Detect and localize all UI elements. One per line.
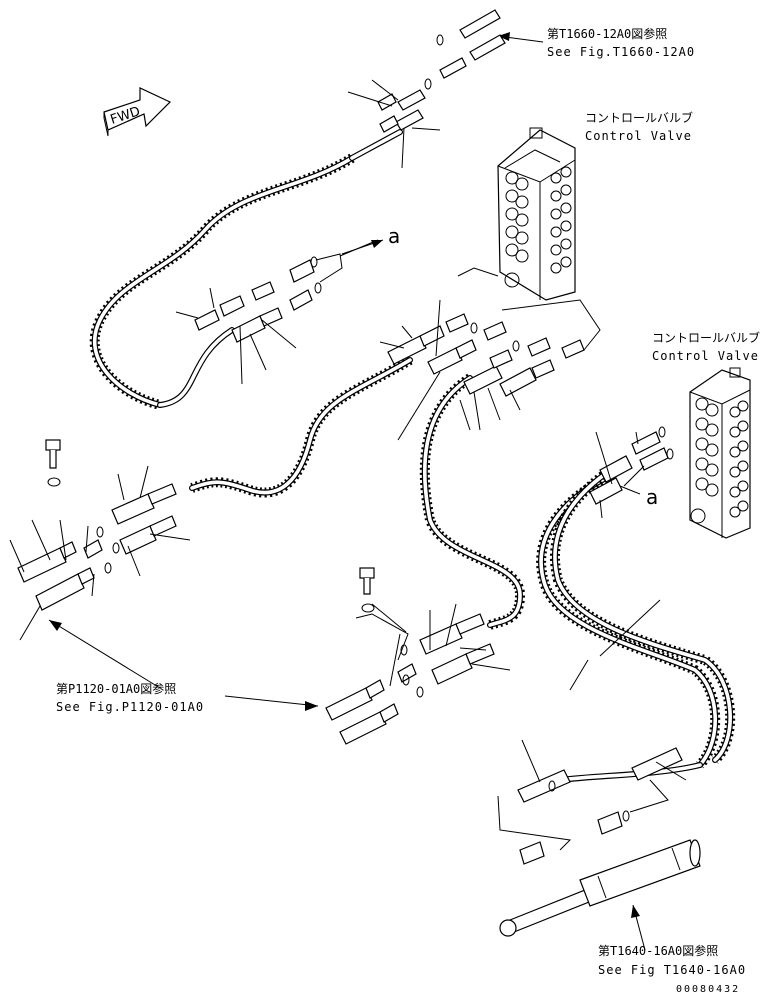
- ref-bot-jp: 第T1640-16A0図参照: [598, 943, 718, 958]
- ref-bot-en: See Fig T1640-16A0: [598, 963, 746, 977]
- ref-mid-jp: 第P1120-01A0図参照: [56, 681, 176, 696]
- hose-icon: [89, 129, 736, 783]
- fitting-icon: [17, 9, 683, 865]
- ref-mid-en: See Fig.P1120-01A0: [56, 700, 204, 714]
- fwd-arrow-icon: FWD: [103, 87, 172, 137]
- hydraulic-cylinder-icon: [499, 839, 701, 937]
- marker-a-1: a: [388, 224, 400, 248]
- control-valve-2-icon: [689, 367, 751, 539]
- control-valve-2-en: Control Valve: [652, 349, 759, 363]
- control-valve-2-jp: コントロールバルブ: [652, 330, 760, 345]
- fwd-label: FWD: [109, 104, 142, 128]
- group-brackets: [315, 253, 669, 851]
- control-valve-1-en: Control Valve: [585, 129, 692, 143]
- marker-a-2: a: [646, 485, 658, 509]
- drawing-code: 00080432: [676, 984, 740, 995]
- ref-top-en: See Fig.T1660-12A0: [547, 45, 695, 59]
- o-ring-icon: [47, 34, 674, 822]
- ref-top-jp: 第T1660-12A0図参照: [547, 26, 667, 41]
- leader-lines: [9, 79, 687, 783]
- control-valve-icon: [497, 127, 576, 301]
- control-valve-1-jp: コントロールバルブ: [585, 110, 693, 125]
- bolt-icon: [45, 439, 375, 595]
